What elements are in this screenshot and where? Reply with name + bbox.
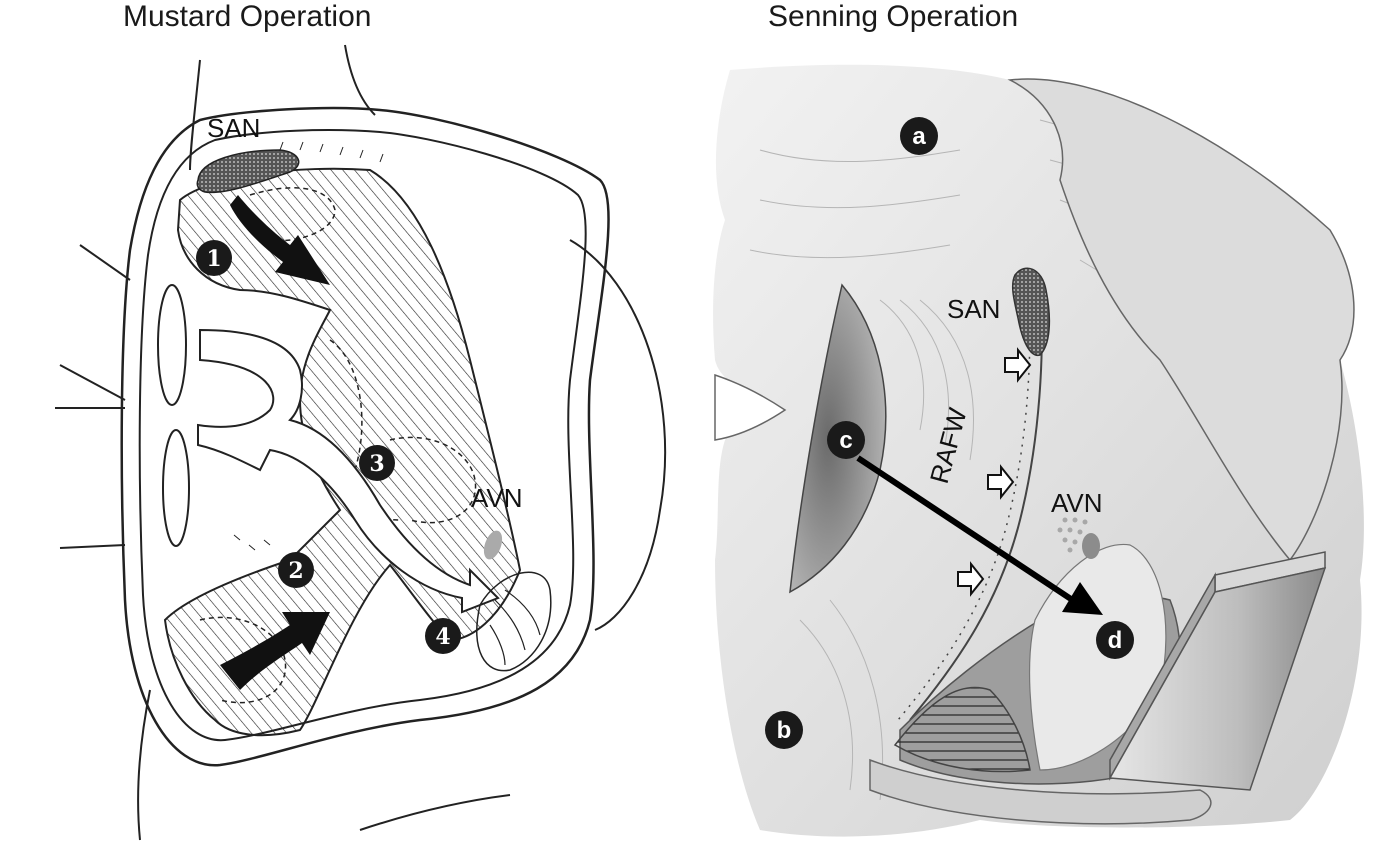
senning-marker-c: c (827, 421, 865, 459)
vessel-notch (714, 373, 787, 441)
ivc-outline (137, 689, 151, 841)
mustard-san-label: SAN (207, 113, 260, 143)
avn-dots (1057, 517, 1088, 553)
senning-avn-label: AVN (1051, 488, 1103, 518)
svg-text:4: 4 (435, 624, 450, 650)
mustard-diagram (55, 44, 667, 841)
dashed-contour-4 (199, 616, 287, 704)
mustard-avn-label: AVN (471, 483, 523, 513)
dashed-contour-2 (329, 339, 401, 521)
svg-text:b: b (777, 717, 792, 744)
systemic-flow-arrow-bottom (220, 612, 330, 690)
san-node-mustard (196, 149, 300, 194)
dashed-contour-3 (389, 436, 477, 524)
avn-node-senning (1082, 533, 1100, 559)
senning-marker-a: a (900, 117, 938, 155)
senning-diagram (713, 64, 1364, 837)
senning-marker-d: d (1096, 621, 1134, 659)
heart-outer-outline (120, 106, 610, 767)
open-arrow-icon (1004, 347, 1032, 383)
mustard-operation-title: Mustard Operation (123, 0, 372, 33)
suture-ticks-left (233, 534, 271, 551)
mustard-marker-4: 4 (425, 618, 461, 654)
vessel-line-1 (79, 244, 131, 281)
valve-leaflets (489, 589, 541, 666)
aorta-outline (344, 44, 376, 116)
vessel-line-2 (59, 364, 126, 401)
open-arrow-icon (987, 464, 1015, 500)
hatched-patch (893, 686, 1031, 773)
ventricle-outline (569, 239, 667, 631)
senning-marker-b: b (765, 711, 803, 749)
bottom-rim (869, 758, 1212, 825)
bottom-vessel (359, 794, 511, 831)
svg-text:1: 1 (206, 246, 221, 272)
vessel-line-4 (59, 544, 126, 549)
san-node-senning (1011, 267, 1051, 356)
c-to-d-arrow-shaft (856, 455, 1082, 608)
senning-operation-title: Senning Operation (768, 0, 1019, 33)
mustard-marker-3: 3 (359, 445, 395, 481)
svg-text:d: d (1108, 627, 1123, 654)
atrial-flap (1007, 78, 1355, 562)
svc-outline (189, 59, 201, 171)
pulmonary-vein-oval-1 (157, 284, 187, 406)
systemic-flow-arrow-top (230, 195, 330, 285)
flow-arrows-open (957, 347, 1032, 597)
pulmonary-vein-oval-2 (162, 429, 190, 547)
svg-text:a: a (912, 123, 926, 150)
heart-inner-outline (138, 129, 587, 742)
suture-ticks-top (279, 141, 384, 163)
mustard-marker-2: 2 (278, 552, 314, 588)
svg-text:c: c (839, 427, 852, 454)
valve-outline (476, 571, 552, 672)
mustard-marker-1: 1 (196, 240, 232, 276)
senning-san-label: SAN (947, 294, 1000, 324)
pulmonary-flow-arrow (197, 328, 500, 614)
open-arrow-icon (957, 561, 985, 597)
avn-node-mustard (483, 530, 503, 560)
svg-text:2: 2 (288, 558, 303, 584)
c-to-d-arrow-head (1062, 582, 1103, 615)
retractor-face (1108, 566, 1327, 791)
svg-text:3: 3 (369, 451, 384, 477)
